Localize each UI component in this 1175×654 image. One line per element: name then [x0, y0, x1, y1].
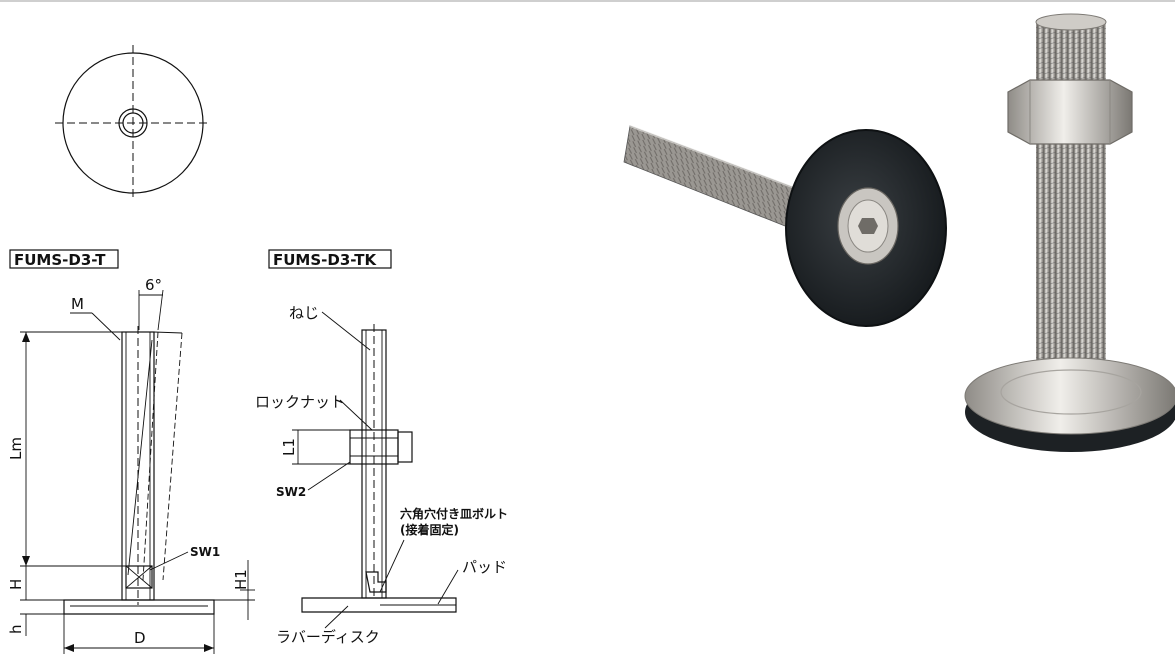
base-plate — [964, 357, 1175, 435]
base-disc-tk — [301, 597, 457, 613]
label-pad: パッド — [462, 558, 507, 576]
product-photo-left — [623, 125, 947, 327]
label-rubber-disc: ラバーディスク — [276, 628, 380, 646]
dim-h-small-label: h — [7, 624, 25, 634]
model-label-tk-text: FUMS-D3-TK — [273, 251, 378, 269]
threaded-shaft — [1036, 20, 1106, 390]
dim-h-label: H — [7, 579, 25, 590]
dim-h1-label: H1 — [232, 569, 250, 590]
hex-nut — [1007, 79, 1133, 145]
label-bolt-line2: (接着固定) — [400, 522, 459, 537]
top-divider — [0, 0, 1175, 2]
label-bolt-line1: 六角穴付き皿ボルト — [400, 506, 508, 521]
model-label-t-text: FUMS-D3-T — [14, 251, 106, 269]
side-view-t: 6° M SW1 Lm H — [7, 276, 255, 654]
base-disc-t — [63, 599, 215, 615]
side-view-tk: ねじ ロックナット L1 SW2 六角穴付き皿ボルト (接着固定) パッド ラバ… — [255, 304, 508, 646]
label-thread: ねじ — [289, 304, 319, 322]
model-label-t: FUMS-D3-T — [9, 249, 119, 269]
top-view-drawing — [55, 45, 211, 201]
dim-lm-label: Lm — [7, 437, 25, 460]
dim-sw2-label: SW2 — [276, 485, 306, 499]
label-locknut: ロックナット — [255, 393, 345, 411]
dim-sw1-label: SW1 — [190, 545, 220, 559]
dim-m-label: M — [71, 295, 84, 313]
dim-d-label: D — [134, 629, 146, 647]
product-photo-right — [964, 13, 1175, 452]
model-label-tk: FUMS-D3-TK — [268, 249, 392, 269]
dim-l1-label: L1 — [280, 438, 298, 456]
angle-label: 6° — [145, 276, 162, 294]
